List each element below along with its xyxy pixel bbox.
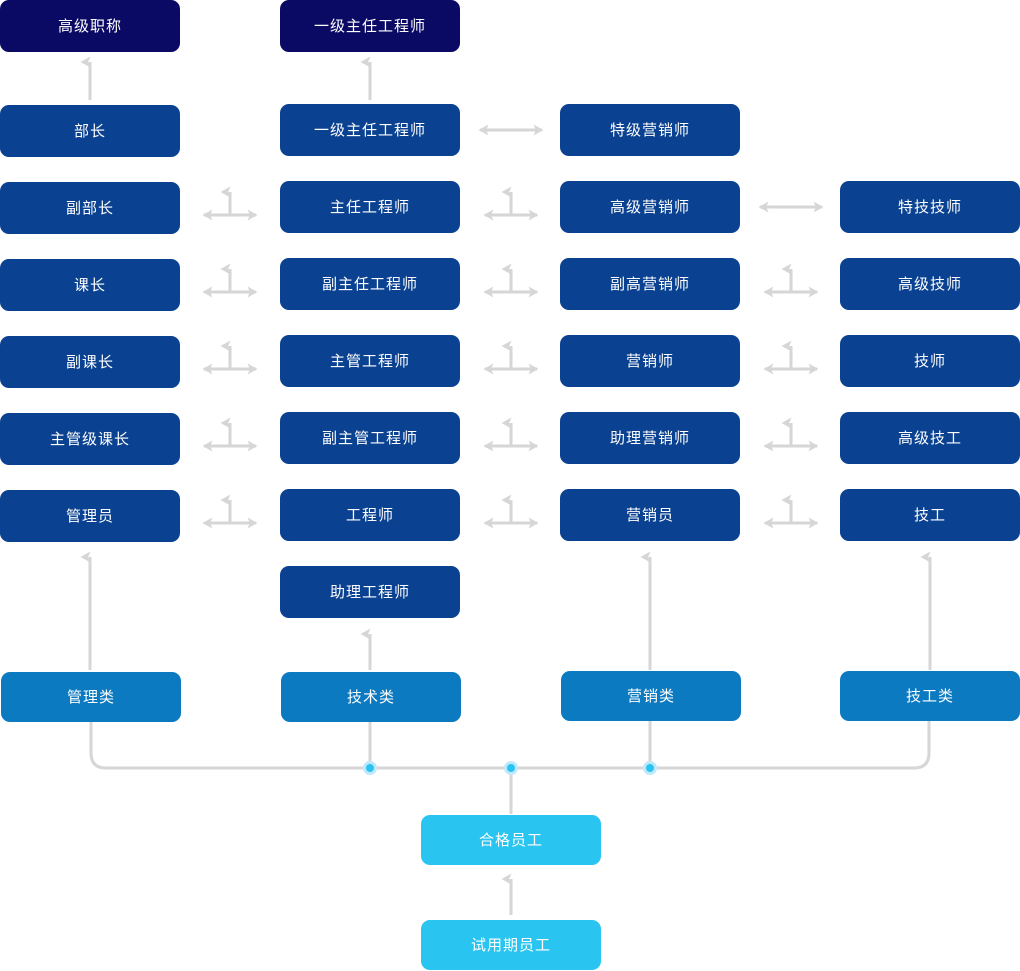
node-skilled-2[interactable]: 高级技师 — [840, 258, 1020, 310]
tri-arrows-c34 — [763, 263, 819, 529]
node-probation-employee[interactable]: 试用期员工 — [421, 920, 601, 970]
node-qualified-employee[interactable]: 合格员工 — [421, 815, 601, 865]
tri-arrow — [483, 186, 539, 221]
tri-arrow — [763, 263, 819, 298]
tri-arrows-c12 — [202, 186, 258, 529]
dot-halo-marketing — [643, 761, 657, 775]
tri-arrow — [202, 494, 258, 529]
node-technical-1[interactable]: 一级主任工程师 — [280, 104, 460, 156]
node-marketing-3[interactable]: 副高营销师 — [560, 258, 740, 310]
tri-arrow — [483, 263, 539, 298]
node-skilled-4[interactable]: 高级技工 — [840, 412, 1020, 464]
node-management-2[interactable]: 副部长 — [0, 182, 180, 234]
node-category-marketing[interactable]: 营销类 — [561, 671, 741, 721]
tri-arrow — [202, 417, 258, 452]
bus-path — [89, 720, 931, 770]
node-marketing-6[interactable]: 营销员 — [560, 489, 740, 541]
dot-center — [507, 764, 515, 772]
node-management-6[interactable]: 管理员 — [0, 490, 180, 542]
node-category-management[interactable]: 管理类 — [1, 672, 181, 722]
tri-arrow — [763, 417, 819, 452]
node-category-technical[interactable]: 技术类 — [281, 672, 461, 722]
tri-arrow — [202, 186, 258, 221]
tri-arrow — [483, 417, 539, 452]
tri-arrow — [483, 494, 539, 529]
tri-arrow — [763, 340, 819, 375]
node-marketing-1[interactable]: 特级营销师 — [560, 104, 740, 156]
node-management-4[interactable]: 副课长 — [0, 336, 180, 388]
dot-marketing — [646, 764, 654, 772]
tri-arrow — [202, 340, 258, 375]
node-marketing-2[interactable]: 高级营销师 — [560, 181, 740, 233]
tri-arrow — [202, 263, 258, 298]
dot-halo-technical — [363, 761, 377, 775]
node-management-5[interactable]: 主管级课长 — [0, 413, 180, 465]
node-management-1[interactable]: 部长 — [0, 105, 180, 157]
node-category-skilled[interactable]: 技工类 — [840, 671, 1020, 721]
tri-arrow — [763, 494, 819, 529]
node-technical-3[interactable]: 副主任工程师 — [280, 258, 460, 310]
tri-arrows-c23 — [483, 186, 539, 529]
node-skilled-5[interactable]: 技工 — [840, 489, 1020, 541]
node-technical-4[interactable]: 主管工程师 — [280, 335, 460, 387]
node-technical-2[interactable]: 主任工程师 — [280, 181, 460, 233]
node-top-management[interactable]: 高级职称 — [0, 0, 180, 52]
node-management-3[interactable]: 课长 — [0, 259, 180, 311]
tri-arrow — [483, 340, 539, 375]
node-top-technical[interactable]: 一级主任工程师 — [280, 0, 460, 52]
node-technical-5[interactable]: 副主管工程师 — [280, 412, 460, 464]
node-technical-6[interactable]: 工程师 — [280, 489, 460, 541]
node-technical-7[interactable]: 助理工程师 — [280, 566, 460, 618]
node-marketing-4[interactable]: 营销师 — [560, 335, 740, 387]
node-skilled-1[interactable]: 特技技师 — [840, 181, 1020, 233]
node-marketing-5[interactable]: 助理营销师 — [560, 412, 740, 464]
node-skilled-3[interactable]: 技师 — [840, 335, 1020, 387]
dot-technical — [366, 764, 374, 772]
bus-junction-dots — [363, 761, 657, 775]
dot-halo-center — [504, 761, 518, 775]
